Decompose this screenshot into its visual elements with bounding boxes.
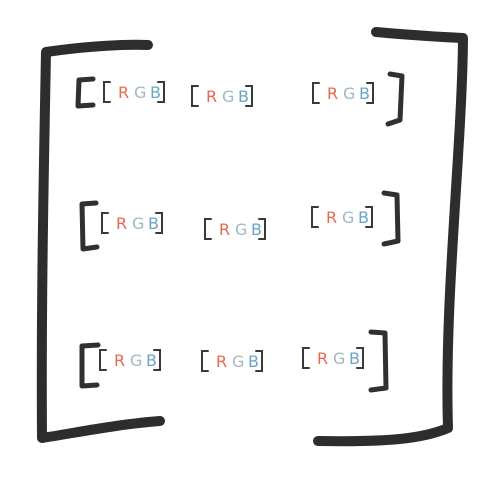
row-3-left-bracket: [79, 342, 101, 389]
cell-right-bracket: [365, 206, 373, 228]
cell-right-bracket: [366, 82, 374, 104]
cell-left-bracket: [201, 350, 209, 372]
channel-r-label: R: [114, 351, 125, 370]
cell-left-bracket: [312, 82, 320, 104]
channel-b-label: B: [358, 208, 369, 227]
channel-g-label: G: [130, 351, 142, 370]
channel-r-label: R: [118, 83, 129, 102]
cell-left-bracket: [204, 218, 212, 240]
channel-r-label: R: [216, 352, 227, 371]
row-1-right-bracket: [385, 71, 405, 127]
channel-g-label: G: [235, 220, 247, 239]
channel-b-label: B: [248, 352, 259, 371]
cell-right-bracket: [155, 212, 163, 234]
cell-right-bracket: [153, 349, 161, 371]
channel-b-label: B: [150, 83, 161, 102]
channel-g-label: G: [132, 214, 144, 233]
channel-r-label: R: [116, 214, 127, 233]
channel-r-label: R: [206, 87, 217, 106]
row-1-left-bracket: [75, 76, 96, 109]
cell-right-bracket: [356, 347, 364, 369]
cell-right-bracket: [258, 218, 266, 240]
channel-g-label: G: [134, 83, 146, 102]
channel-g-label: G: [333, 349, 345, 368]
row-2-left-bracket: [79, 200, 100, 252]
cell-left-bracket: [101, 212, 109, 234]
outer-left-bracket: [36, 39, 165, 443]
channel-b-label: B: [349, 349, 360, 368]
channel-g-label: G: [222, 87, 234, 106]
cell-right-bracket: [255, 350, 263, 372]
channel-r-label: R: [219, 220, 230, 239]
cell-left-bracket: [99, 349, 107, 371]
row-2-right-bracket: [381, 190, 401, 247]
outer-right-bracket: [313, 27, 468, 447]
cell-left-bracket: [311, 206, 319, 228]
cell-left-bracket: [302, 347, 310, 369]
channel-r-label: R: [326, 208, 337, 227]
cell-right-bracket: [245, 85, 253, 107]
cell-left-bracket: [103, 81, 111, 103]
channel-r-label: R: [317, 349, 328, 368]
channel-b-label: B: [359, 84, 370, 103]
channel-g-label: G: [342, 208, 354, 227]
channel-r-label: R: [327, 84, 338, 103]
channel-g-label: G: [232, 352, 244, 371]
channel-g-label: G: [343, 84, 355, 103]
cell-right-bracket: [157, 81, 165, 103]
row-3-right-bracket: [368, 329, 389, 393]
channel-b-label: B: [148, 214, 159, 233]
channel-b-label: B: [146, 351, 157, 370]
channel-b-label: B: [238, 87, 249, 106]
cell-left-bracket: [191, 85, 199, 107]
channel-b-label: B: [251, 220, 262, 239]
